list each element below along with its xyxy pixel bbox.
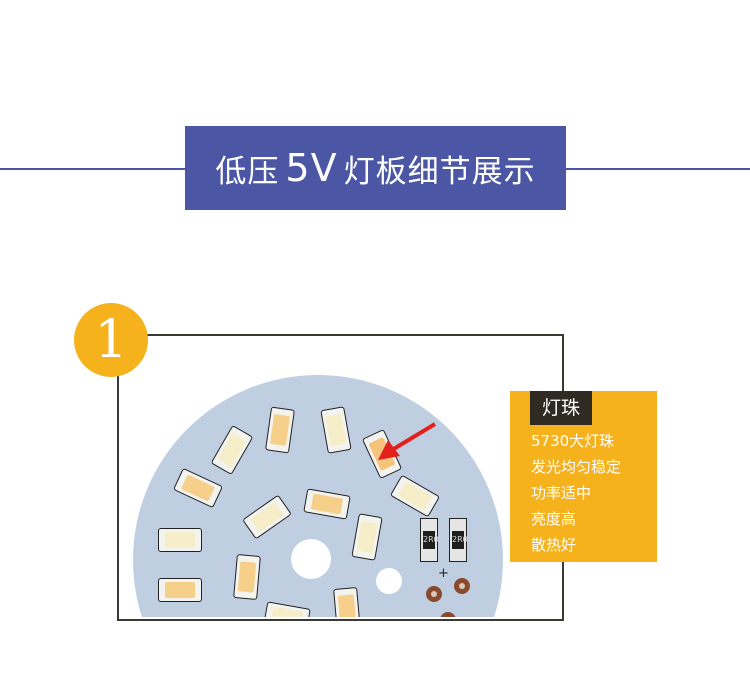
led-chip [158,528,202,552]
section-number-badge: 1 [74,303,148,377]
led-chip [233,554,261,600]
title-prefix: 低压 [215,153,280,190]
pcb-image: 2R0 2R0 + [119,336,562,617]
feature-item: 亮度高 [531,510,577,528]
page-title-banner: 低压 5V 灯板细节展示 [185,126,566,210]
pcb-plus-mark: + [438,566,449,581]
title-divider-right [565,168,750,170]
feature-list: 5730大灯珠 发光均匀稳定 功率适中 亮度高 散热好 [531,428,621,558]
led-chip [158,578,202,602]
feature-item: 散热好 [531,536,577,554]
led-chip [333,587,361,617]
pcb-small-hole [376,568,402,594]
solder-pad [454,578,470,594]
feature-item: 功率适中 [531,484,592,502]
resistor: 2R0 [449,518,468,562]
feature-tag: 灯珠 [530,391,592,425]
feature-item: 发光均匀稳定 [531,458,622,476]
resistor: 2R0 [420,518,439,562]
feature-panel: 灯珠 5730大灯珠 发光均匀稳定 功率适中 亮度高 散热好 [510,391,657,562]
title-voltage: 5V [285,146,338,190]
solder-pad [426,586,442,602]
solder-pad [440,612,456,617]
feature-item: 5730大灯珠 [531,432,615,450]
title-divider-left [0,168,186,170]
red-arrow-icon [378,422,437,460]
title-suffix: 灯板细节展示 [343,153,536,190]
pcb-center-hole [291,539,331,579]
